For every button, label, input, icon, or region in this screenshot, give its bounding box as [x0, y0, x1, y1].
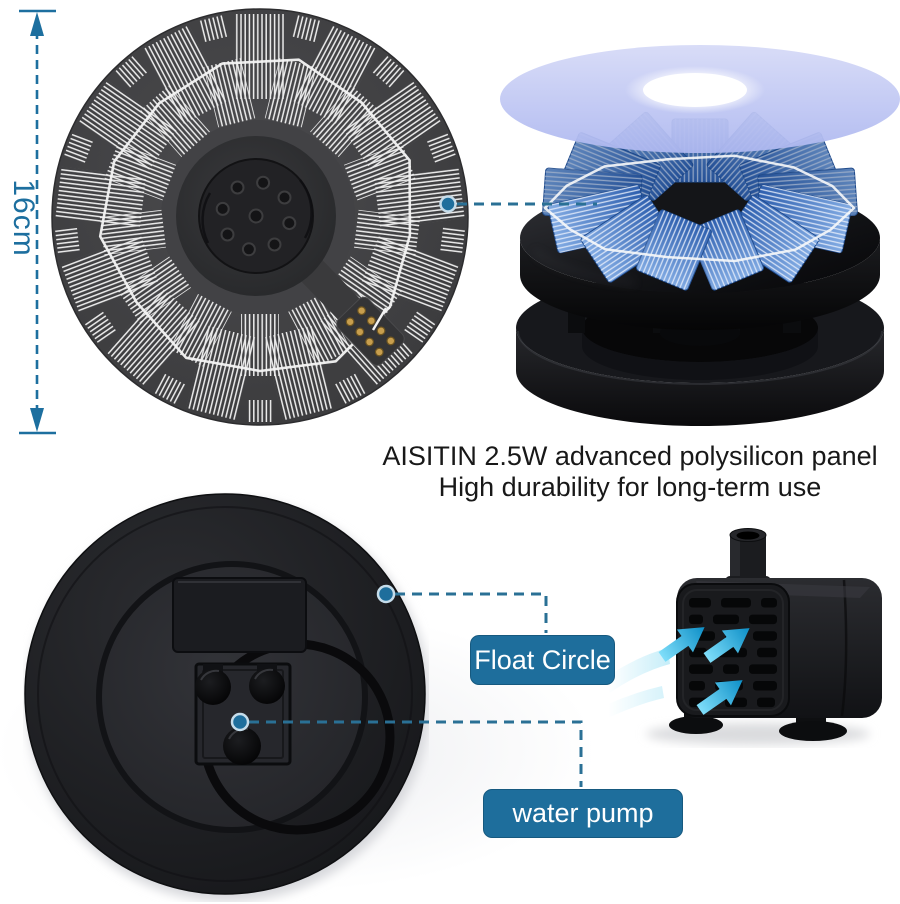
connector-gold-pins: [345, 306, 396, 357]
solar-cell-stripe-segments: [55, 14, 465, 422]
circuit-trace-ring: [98, 58, 412, 373]
petal-circuit-wire: [543, 154, 856, 263]
water-pump-mount: [194, 662, 292, 766]
caption-line-1: AISITIN 2.5W advanced polysilicon panel: [382, 441, 878, 471]
dimension-label: 16cm: [7, 179, 40, 257]
float-circle-callout: Float Circle: [470, 635, 615, 685]
lavender-cover-disc: [499, 44, 900, 154]
light-hole-glow: [625, 66, 765, 114]
flow-arrows: [658, 627, 750, 715]
float-bottom-view-image: [24, 493, 429, 902]
caption: AISITIN 2.5W advanced polysilicon panel …: [330, 441, 900, 503]
solar-panel-top-view-image: [51, 8, 469, 426]
dimension-arrow: [19, 9, 56, 435]
water-pump-label: water pump: [512, 798, 654, 828]
connector-strip: [291, 250, 405, 366]
water-pump-image: [608, 528, 882, 745]
battery-compartment: [172, 577, 307, 653]
caption-line-2: High durability for long-term use: [438, 472, 822, 502]
water-flow-streaks: [608, 648, 670, 718]
pump-grille: [676, 583, 790, 717]
water-pump-callout: water pump: [483, 789, 683, 838]
pump-nozzle-hub: [176, 136, 336, 296]
exploded-view-image: [499, 44, 900, 426]
float-circle-label: Float Circle: [474, 644, 611, 675]
